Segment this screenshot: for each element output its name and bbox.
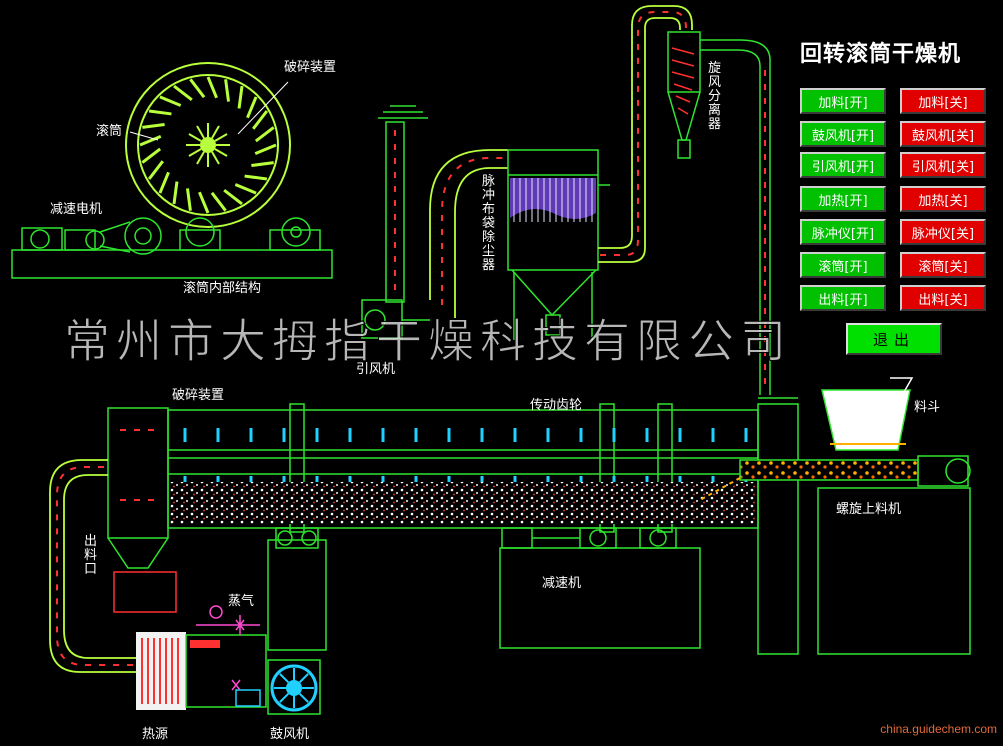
label-reducer: 减速机	[542, 576, 582, 591]
drum-off-button[interactable]: 滚筒[关]	[900, 252, 986, 278]
hopper	[821, 377, 914, 451]
induced-fan-on-button[interactable]: 引风机[开]	[800, 152, 886, 178]
reducer-motor-assembly	[11, 217, 333, 279]
feed-on-button[interactable]: 加料[开]	[800, 88, 886, 114]
label-induced-fan: 引风机	[356, 362, 396, 377]
heat-source	[136, 605, 267, 710]
label-drum-internal: 滚筒内部结构	[183, 281, 262, 296]
label-screw-feeder: 螺旋上料机	[836, 502, 902, 517]
label-blower: 鼓风机	[270, 727, 310, 742]
label-cyclone-separator: 旋风分离器	[708, 61, 722, 132]
pulse-bag-filter	[507, 149, 610, 340]
pulse-on-button[interactable]: 脉冲仪[开]	[800, 219, 886, 245]
label-discharge-port: 出料口	[84, 534, 98, 577]
hot-air-duct	[49, 459, 140, 673]
feed-off-button[interactable]: 加料[关]	[900, 88, 986, 114]
label-crusher-main: 破碎装置	[172, 388, 225, 403]
pulse-off-button[interactable]: 脉冲仪[关]	[900, 219, 986, 245]
label-hopper: 料斗	[914, 400, 941, 415]
screw-feeder	[699, 455, 971, 655]
label-crusher-top: 破碎装置	[284, 60, 337, 75]
discharge-off-button[interactable]: 出料[关]	[900, 285, 986, 311]
drum-on-button[interactable]: 滚筒[开]	[800, 252, 886, 278]
label-steam: 蒸气	[228, 594, 255, 609]
duct-fan-to-filter	[429, 149, 508, 318]
cyclone-separator	[667, 31, 771, 395]
duct-filter-to-cyclone	[598, 5, 693, 263]
company-watermark: 常州市大拇指干燥科技有限公司	[64, 314, 792, 369]
label-drum: 滚筒	[96, 124, 123, 139]
heating-off-button[interactable]: 加热[关]	[900, 186, 986, 212]
label-reducer-motor: 减速电机	[50, 202, 103, 217]
blower-on-button[interactable]: 鼓风机[开]	[800, 121, 886, 147]
blower-fan	[267, 659, 321, 715]
induced-fan-stack	[361, 105, 430, 339]
discharge-on-button[interactable]: 出料[开]	[800, 285, 886, 311]
drum-cross-section	[125, 62, 291, 228]
label-heat-source: 热源	[142, 727, 169, 742]
app-title: 回转滚筒干燥机	[800, 42, 962, 67]
label-pulse-bag-filter: 脉冲布袋除尘器	[482, 174, 496, 273]
blower-off-button[interactable]: 鼓风机[关]	[900, 121, 986, 147]
label-transmission-gear: 传动齿轮	[530, 398, 583, 413]
exit-button[interactable]: 退出	[846, 323, 942, 355]
drum-supports	[267, 527, 701, 651]
source-watermark: china.guidechem.com	[880, 722, 997, 736]
induced-fan-off-button[interactable]: 引风机[关]	[900, 152, 986, 178]
heating-on-button[interactable]: 加热[开]	[800, 186, 886, 212]
